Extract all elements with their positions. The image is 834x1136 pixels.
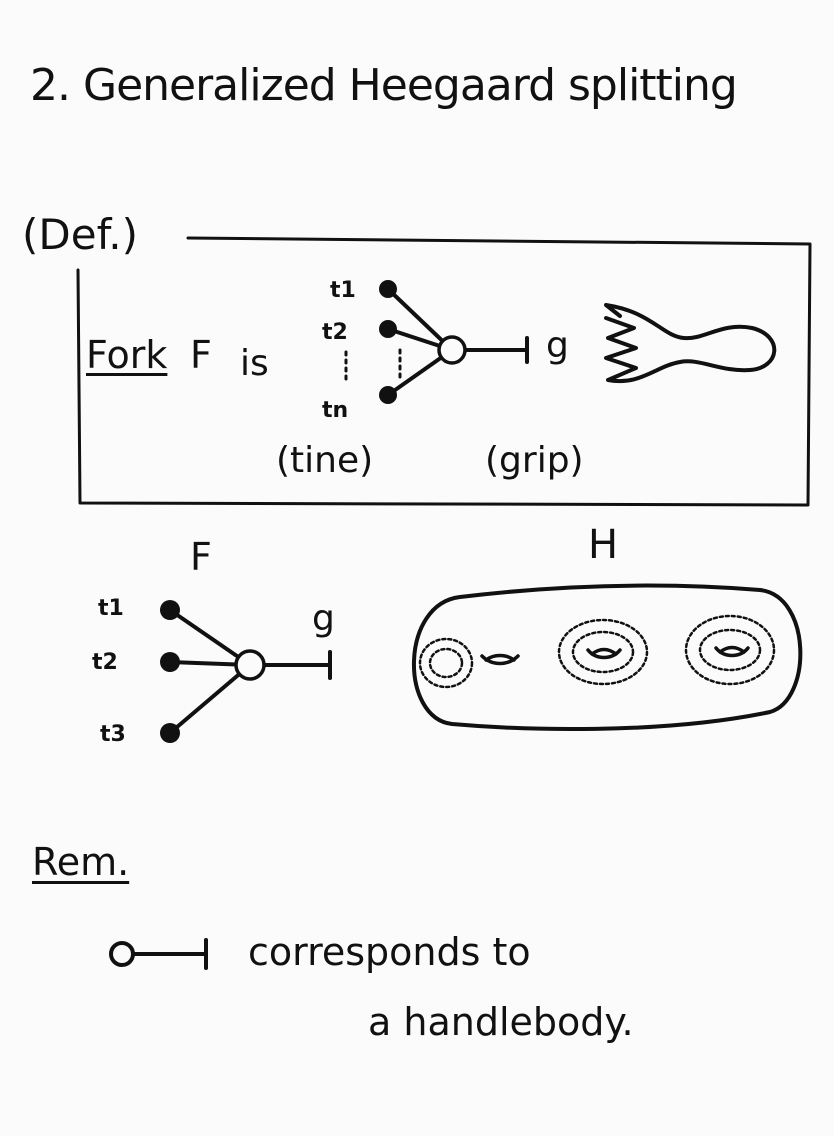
tine-label-t2: t2: [322, 320, 348, 345]
definition-box: [76, 236, 812, 507]
fork-diagram: [344, 280, 529, 404]
remark-line-1: corresponds to: [248, 930, 531, 974]
definition-label: (Def.): [22, 210, 139, 259]
tine-label-tn: tn: [322, 398, 349, 423]
remark-line-2: a handlebody.: [368, 1000, 634, 1044]
example-grip-label: g: [312, 598, 335, 639]
grip-label: g: [546, 325, 569, 366]
example-fork-diagram: [160, 600, 332, 743]
tine-label-t1: t1: [330, 278, 356, 303]
example-tine-t3: t3: [100, 722, 126, 747]
fork-term: Fork: [86, 333, 168, 377]
example-tine-t2: t2: [92, 650, 118, 675]
fork-picture: [604, 303, 777, 384]
example-fork-label: F: [190, 535, 212, 579]
handlebody-label: H: [588, 522, 619, 568]
grip-caption: (grip): [485, 440, 584, 481]
handlebody-diagram: [412, 583, 803, 732]
is-word: is: [240, 343, 269, 384]
handlebody-symbol: [109, 938, 208, 970]
page-title: 2. Generalized Heegaard splitting: [30, 60, 738, 111]
fork-symbol: F: [190, 333, 212, 377]
tine-caption: (tine): [276, 440, 374, 481]
example-tine-t1: t1: [98, 596, 124, 621]
remark-label: Rem.: [32, 840, 130, 884]
